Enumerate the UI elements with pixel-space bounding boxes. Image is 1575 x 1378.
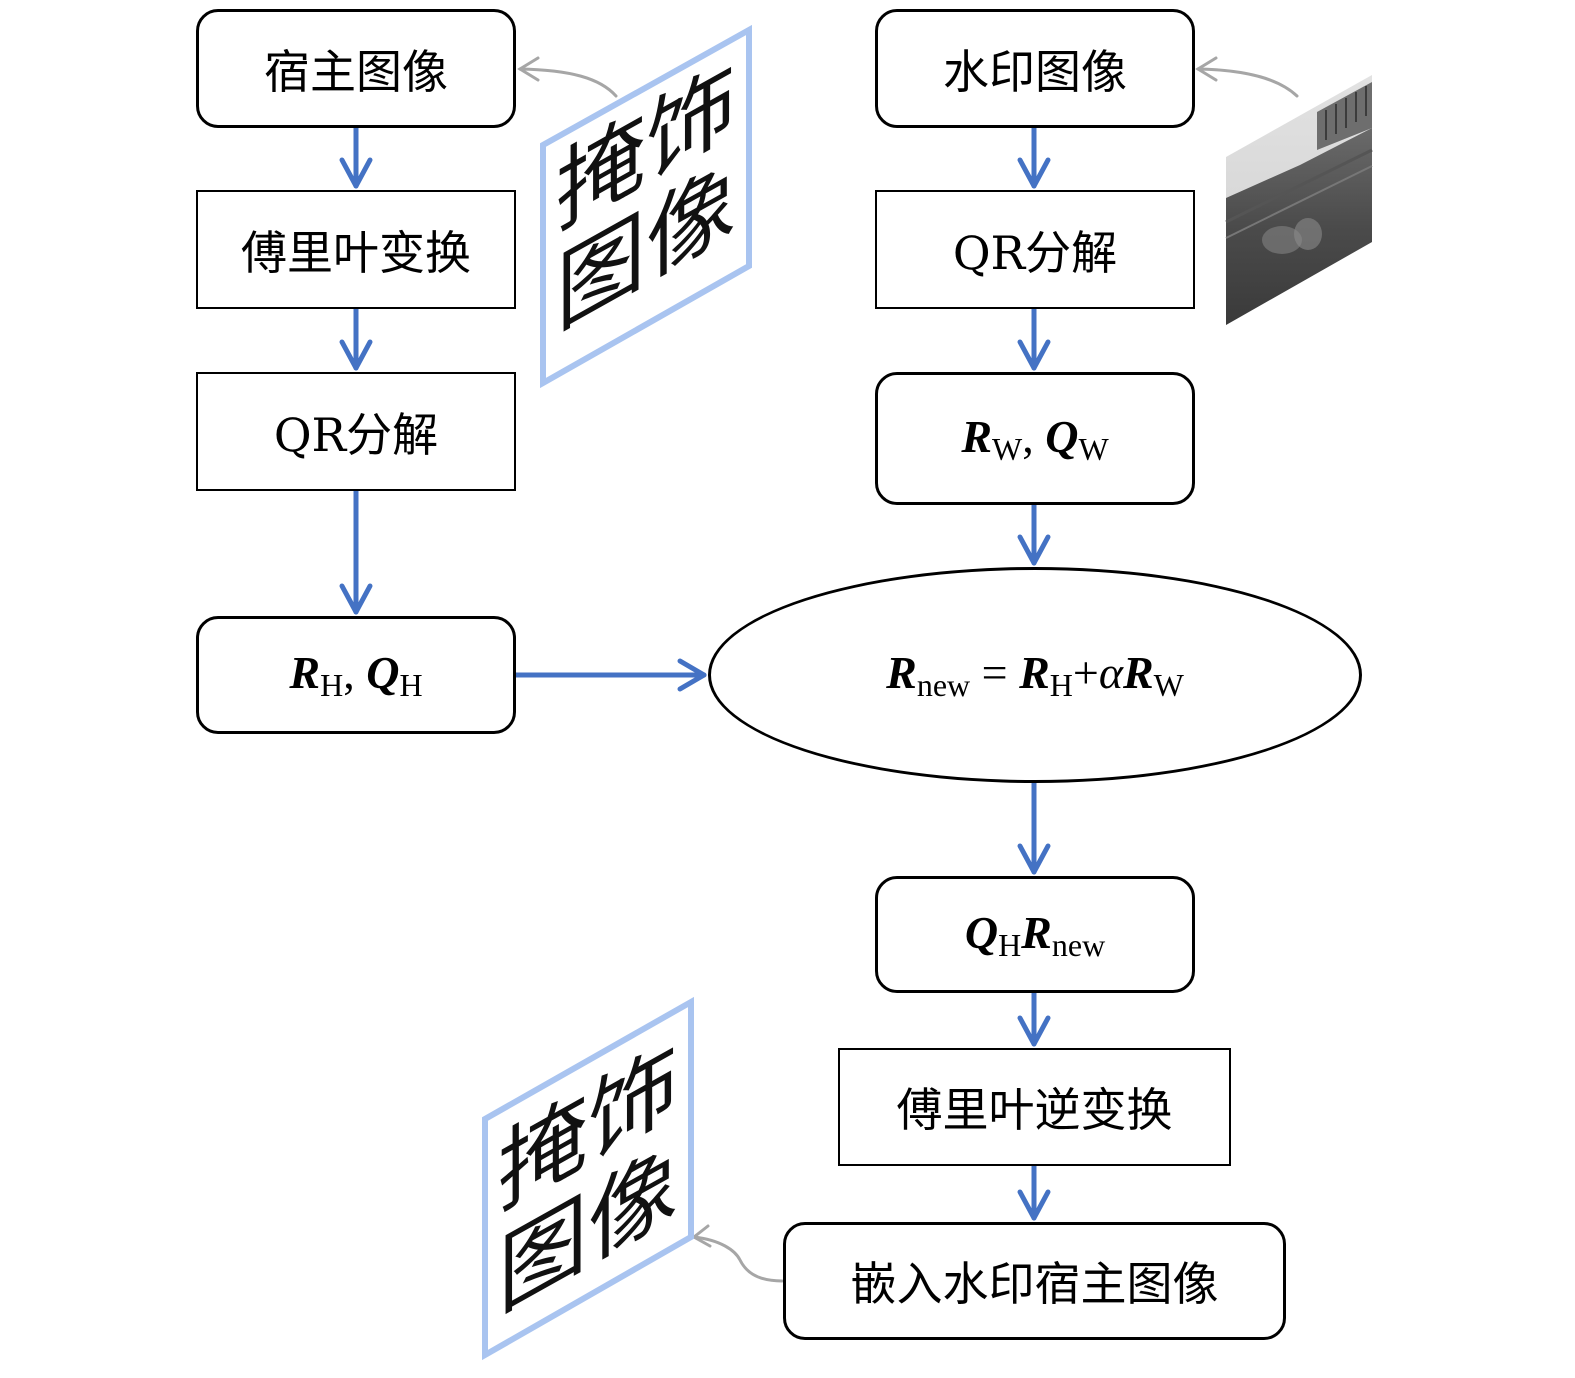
- arrow-fourier-to-qr: [339, 306, 373, 371]
- arrow-rhqh-to-formula: [513, 658, 707, 692]
- arrow-watermark-to-qr: [1017, 125, 1051, 189]
- embedding-formula-label: Rnew = RH+αRW: [886, 647, 1184, 703]
- rw-qw-node: RW, QW: [875, 372, 1195, 505]
- rh-qh-label: RH, QH: [289, 647, 423, 703]
- arrow-host-to-fourier: [339, 125, 373, 189]
- watermark-image-node: 水印图像: [875, 9, 1195, 128]
- watermark-image-plane: [1225, 75, 1373, 325]
- host-image-plane: 掩 饰 图 像: [540, 24, 752, 389]
- inverse-fourier-label: 傅里叶逆变换: [896, 1083, 1173, 1137]
- qh-rnew-node: QHRnew: [875, 876, 1195, 993]
- arrow-qr-to-rwqw: [1017, 306, 1051, 371]
- watermark-image-label: 水印图像: [943, 44, 1127, 99]
- arrow-qr-to-rhqh: [339, 488, 373, 615]
- watermark-qr-node: QR分解: [875, 190, 1195, 309]
- host-qr-label: QR分解: [273, 407, 439, 462]
- fourier-transform-label: 傅里叶变换: [241, 225, 471, 280]
- host-image-node: 宿主图像: [196, 9, 516, 128]
- arrow-rwqw-to-formula: [1017, 502, 1051, 566]
- embedded-host-image-label: 嵌入水印宿主图像: [850, 1257, 1219, 1311]
- output-image-text: 掩 饰 图 像: [498, 1025, 678, 1333]
- rw-qw-label: RW, QW: [961, 410, 1109, 467]
- annotation-arrow-output: [691, 1224, 784, 1283]
- rh-qh-node: RH, QH: [196, 616, 516, 734]
- inverse-fourier-node: 傅里叶逆变换: [838, 1048, 1231, 1166]
- embedded-host-image-node: 嵌入水印宿主图像: [783, 1222, 1286, 1340]
- fourier-transform-node: 傅里叶变换: [196, 190, 516, 309]
- host-image-label: 宿主图像: [264, 44, 448, 99]
- output-image-plane: 掩 饰 图 像: [482, 996, 694, 1361]
- qh-rnew-label: QHRnew: [964, 906, 1106, 963]
- arrow-inverse-to-embedded: [1017, 1163, 1051, 1221]
- annotation-arrow-host: [517, 56, 618, 98]
- annotation-arrow-watermark: [1195, 56, 1299, 98]
- host-qr-node: QR分解: [196, 372, 516, 491]
- embedding-formula-node: Rnew = RH+αRW: [708, 567, 1362, 783]
- arrow-formula-to-qhrnew: [1017, 780, 1051, 875]
- arrow-qhrnew-to-inverse: [1017, 990, 1051, 1047]
- watermark-qr-label: QR分解: [952, 225, 1118, 280]
